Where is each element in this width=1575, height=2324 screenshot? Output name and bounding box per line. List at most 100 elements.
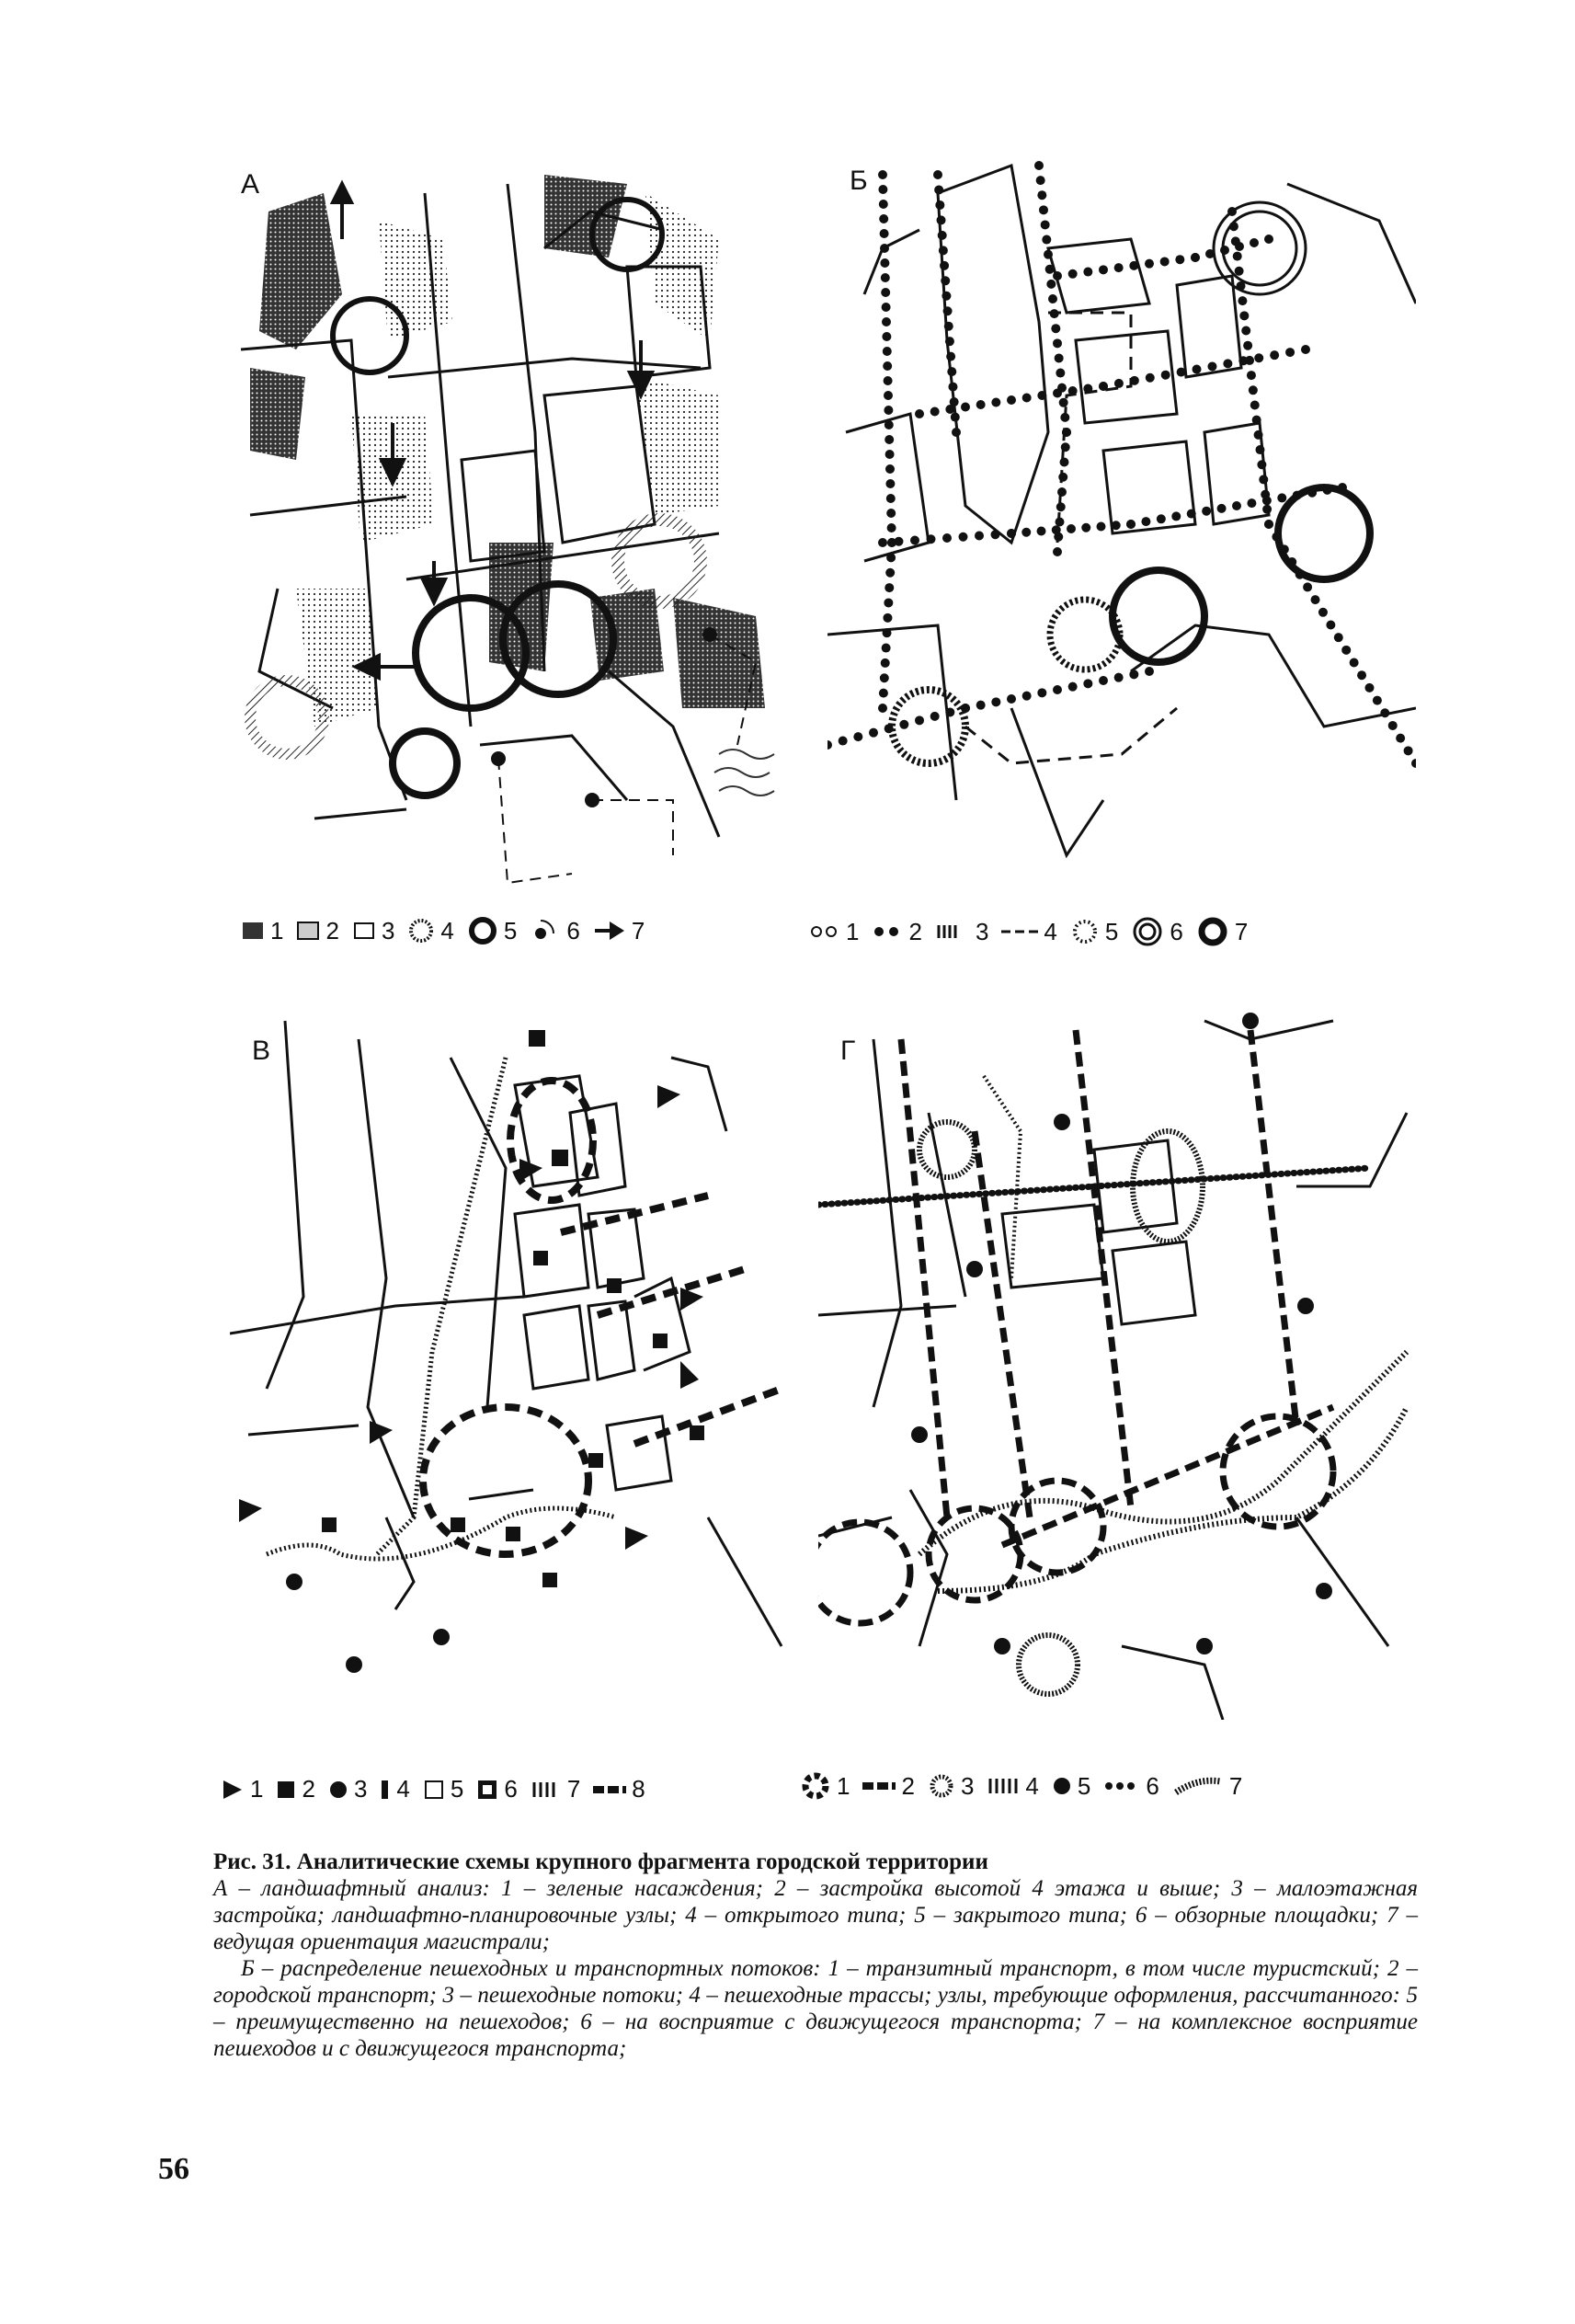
route-dot xyxy=(1037,688,1047,698)
route-dot xyxy=(1349,658,1359,668)
route-dot xyxy=(883,361,893,371)
dashed-ring-icon xyxy=(802,1772,829,1800)
route-dot xyxy=(884,391,893,400)
map-panel-g: Г xyxy=(818,1002,1416,1720)
route-dot xyxy=(1250,238,1259,247)
route-dot xyxy=(1007,694,1016,704)
route-dot xyxy=(1241,326,1251,336)
bold-ring-icon xyxy=(468,917,496,944)
route-dot xyxy=(1059,457,1069,467)
route-dot xyxy=(1053,271,1062,280)
route-dot xyxy=(1202,506,1212,516)
route-dot xyxy=(1046,279,1056,289)
route-dot xyxy=(899,719,909,729)
route-dot xyxy=(885,479,896,488)
dashed-line-icon xyxy=(1001,930,1039,933)
route-dot xyxy=(1246,371,1256,381)
panel-label-g: Г xyxy=(840,1036,856,1066)
route-dot xyxy=(886,553,896,563)
route-dot xyxy=(1034,161,1044,170)
route-dot xyxy=(1081,522,1091,532)
legend-a-label-3: 3 xyxy=(381,916,395,944)
route-dot xyxy=(1067,524,1076,533)
route-dot xyxy=(944,337,954,347)
route-dot xyxy=(1099,265,1108,275)
route-dot xyxy=(936,215,946,225)
route-dot xyxy=(1159,257,1170,267)
arrow-right-icon xyxy=(594,922,624,940)
route-dot xyxy=(1264,235,1273,244)
route-dot xyxy=(884,598,894,608)
route-dot xyxy=(869,727,878,738)
route-dot xyxy=(1364,682,1375,693)
route-dot xyxy=(915,409,924,418)
route-dot xyxy=(1387,720,1398,730)
route-dot xyxy=(883,376,893,385)
map-panel-b: Б xyxy=(827,156,1416,906)
route-dot xyxy=(879,229,889,238)
caption-paragraph-b: Б – распределение пешеходных и транспорт… xyxy=(213,1956,1418,2061)
route-dot xyxy=(1145,258,1154,269)
route-dot xyxy=(886,509,896,518)
route-dot xyxy=(1301,345,1310,354)
route-dot xyxy=(930,711,940,721)
route-dot xyxy=(1113,378,1124,388)
legend-a-item-7: 7 xyxy=(593,917,645,945)
legend-v-label-2: 2 xyxy=(302,1775,315,1803)
route-dot xyxy=(1145,667,1154,676)
route-dot xyxy=(1007,529,1016,538)
open-dots-icon xyxy=(811,926,837,937)
legend-g-label-2: 2 xyxy=(901,1771,915,1800)
tick-line-icon xyxy=(988,1779,1018,1793)
legend-v-item-8: 8 xyxy=(593,1775,645,1803)
route-dot xyxy=(1007,395,1016,405)
route-dot xyxy=(1270,350,1280,361)
route-dot xyxy=(884,420,894,429)
hatched-ring-icon xyxy=(930,1774,953,1798)
legend-g-item-3: 3 xyxy=(928,1772,974,1801)
route-dot xyxy=(1285,348,1295,358)
route-dot xyxy=(1396,733,1406,743)
route-dot xyxy=(1262,504,1273,514)
route-dot xyxy=(934,185,944,195)
route-dot xyxy=(1277,493,1287,503)
bold-dash-icon xyxy=(593,1785,627,1793)
legend-g-label-4: 4 xyxy=(1025,1771,1039,1800)
route-dot xyxy=(878,704,887,713)
route-dot xyxy=(1171,511,1181,521)
legend-g-item-7: 7 xyxy=(1172,1772,1242,1801)
caption-title: Рис. 31. Аналитические схемы крупного фр… xyxy=(213,1849,988,1874)
flows-map xyxy=(827,161,1416,859)
route-dot xyxy=(1035,176,1045,186)
page-number: 56 xyxy=(158,2152,189,2186)
route-dot xyxy=(1044,264,1055,274)
route-dot xyxy=(926,534,936,544)
route-dot xyxy=(853,732,863,742)
map-panel-v: В xyxy=(230,1002,818,1720)
route-dot xyxy=(1021,527,1032,537)
legend-g-item-1: 1 xyxy=(800,1770,850,1802)
panel-label-v: В xyxy=(252,1036,271,1066)
panel-label-b: Б xyxy=(850,166,868,196)
legend-g-label-1: 1 xyxy=(837,1771,850,1800)
route-dot xyxy=(1247,498,1257,509)
legend-a-label-2: 2 xyxy=(325,916,339,944)
route-dot xyxy=(878,688,888,698)
tick-line-icon xyxy=(532,1781,555,1797)
route-dot xyxy=(1053,685,1062,694)
route-dot xyxy=(942,533,952,543)
route-dot xyxy=(1192,364,1202,374)
route-dot xyxy=(949,397,959,407)
route-dot xyxy=(882,347,892,356)
legend-v-label-4: 4 xyxy=(396,1775,410,1803)
legend-a: 1 2 3 4 5 6 7 xyxy=(241,915,645,946)
legend-v-item-4: 4 xyxy=(380,1775,410,1803)
legend-g-item-2: 2 xyxy=(862,1771,915,1801)
route-dot xyxy=(886,523,896,532)
legend-v-item-5: 5 xyxy=(423,1775,463,1803)
route-dot xyxy=(941,276,951,286)
route-dot xyxy=(885,435,895,444)
legend-b-label-3: 3 xyxy=(975,917,989,945)
legend-a-item-5: 5 xyxy=(467,915,517,946)
route-dot xyxy=(1036,526,1046,536)
